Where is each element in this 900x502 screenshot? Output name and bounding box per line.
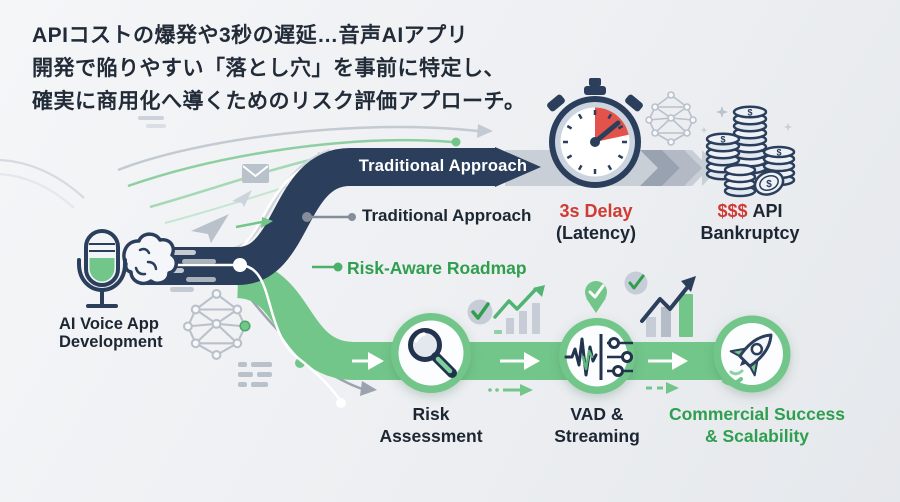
coin-dollar-glyph: $ xyxy=(747,108,752,118)
neural-network-icon xyxy=(182,288,251,360)
paper-plane-icon xyxy=(232,190,252,207)
coin-stack-front xyxy=(723,163,757,198)
traditional-banner-label: Traditional Approach xyxy=(358,157,528,175)
waveform-sliders-icon xyxy=(564,334,633,380)
bankruptcy-title: $$$API xyxy=(686,200,814,222)
headline-line-1: APIコストの爆発や3秒の遅延…音声AIアプリ xyxy=(32,24,469,47)
sparkle-icon xyxy=(700,126,708,134)
risk-aware-roadmap-band xyxy=(235,260,737,380)
green-arrow-small-head xyxy=(261,217,273,228)
source-line-2: Development xyxy=(59,333,163,351)
step1-line1: Risk xyxy=(412,404,450,424)
coin-dollar-glyph: $ xyxy=(720,135,725,145)
traditional-approach-label: Traditional Approach xyxy=(362,206,532,225)
envelope-icon xyxy=(242,164,269,183)
step3-line1: Commercial Success xyxy=(668,404,846,424)
coin-dollar-glyph: $ xyxy=(776,148,781,158)
label-leaders xyxy=(302,212,356,272)
step2-line1: VAD & xyxy=(570,404,624,424)
step1-line2: Assessment xyxy=(379,425,483,446)
delay-title: 3s Delay xyxy=(559,201,633,221)
step-label-commercial-success: Commercial Success & Scalability xyxy=(662,404,852,447)
step-circle-vad-streaming xyxy=(559,318,635,394)
trend-up-chart-icon xyxy=(640,276,696,337)
tilted-coin xyxy=(753,170,785,196)
background-curves xyxy=(0,116,493,258)
junction-guide-line xyxy=(233,258,346,408)
check-circle-icon xyxy=(467,299,493,325)
risk-aware-roadmap-label: Risk-Aware Roadmap xyxy=(347,258,527,278)
mic-brain-icon xyxy=(77,229,178,308)
green-arrow-small xyxy=(235,220,263,229)
step3-line2: & Scalability xyxy=(704,425,810,446)
headline: APIコストの爆発や3秒の遅延…音声AIアプリ 開発で陥りやすい「落とし穴」を事… xyxy=(32,19,525,118)
trend-up-chart-icon xyxy=(493,285,545,334)
sparkle-icon xyxy=(716,106,728,118)
sparkle-icon xyxy=(783,122,793,132)
step-label-vad-streaming: VAD & Streaming xyxy=(517,404,677,447)
stopwatch-icon xyxy=(547,78,643,188)
bankruptcy-amount: $$$ xyxy=(717,201,748,221)
coin-stack-icon: $ $ $ $ xyxy=(705,105,796,198)
rocket-icon xyxy=(722,333,773,386)
neural-node-highlight xyxy=(239,320,251,332)
delay-subtitle: (Latency) xyxy=(555,223,636,243)
neural-network-icon xyxy=(645,91,697,146)
step-circle-commercial-success xyxy=(713,315,791,393)
green-dashed-arrows xyxy=(488,382,679,396)
headline-line-2: 開発で陥りやすい「落とし穴」を事前に特定し、 xyxy=(32,57,505,80)
step-circle-risk-assessment xyxy=(391,313,471,393)
bankruptcy-api: API xyxy=(752,201,783,221)
magnifier-icon xyxy=(408,328,457,378)
source-node-label: AI Voice App Development xyxy=(59,315,189,351)
delay-outcome-label: 3s Delay (Latency) xyxy=(535,200,657,244)
step-label-risk-assessment: Risk Assessment xyxy=(351,404,511,447)
step2-line2: Streaming xyxy=(554,425,640,446)
paper-plane-icon xyxy=(191,214,229,243)
check-pin-icon xyxy=(585,281,607,313)
speed-dashes xyxy=(238,362,272,387)
headline-line-3: 確実に商用化へ導くためのリスク評価アプローチ。 xyxy=(32,90,526,113)
source-line-1: AI Voice App xyxy=(59,315,159,333)
check-circle-icon xyxy=(624,271,648,295)
bankruptcy-outcome-label: $$$API Bankruptcy xyxy=(686,200,814,244)
coin-dollar-glyph: $ xyxy=(766,179,772,190)
bankruptcy-subtitle: Bankruptcy xyxy=(700,223,800,243)
